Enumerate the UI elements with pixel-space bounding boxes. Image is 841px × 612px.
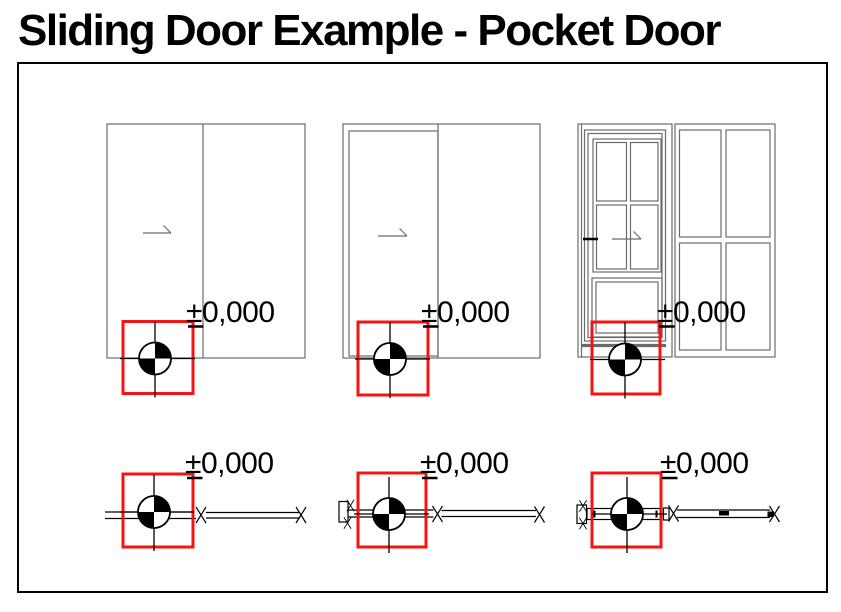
- door-opening-outline: [342, 123, 541, 359]
- glass-pane: [595, 141, 628, 202]
- survey-point-symbols: [118, 320, 668, 554]
- origin-marker-box: [590, 320, 662, 396]
- survey-point-icon: [119, 320, 196, 399]
- opening-direction-arrow-icon: [378, 228, 408, 237]
- panel-field: [678, 129, 722, 238]
- level-label: ±0,000: [657, 296, 746, 329]
- break-x-icon: [431, 505, 444, 523]
- drawing-title: Sliding Door Example - Pocket Door: [18, 6, 722, 55]
- origin-marker-boxes: [121, 320, 663, 549]
- glazing-unit: [592, 138, 662, 273]
- break-x-icon: [195, 506, 207, 524]
- break-x-icon: [578, 499, 588, 513]
- origin-marker-box: [356, 471, 428, 549]
- opening-direction-arrow-icon: [143, 225, 172, 234]
- break-x-icon: [533, 505, 546, 524]
- origin-marker-box: [121, 320, 195, 395]
- opening-direction-arrow-icon: [612, 231, 642, 240]
- panel-field: [725, 129, 771, 238]
- panel-field: [725, 242, 771, 351]
- level-label: ±0,000: [421, 296, 510, 329]
- survey-point-icon: [589, 321, 666, 400]
- level-label: ±0,000: [185, 447, 274, 480]
- leaf-mid-mark: [719, 511, 729, 516]
- level-label: ±0,000: [660, 447, 749, 480]
- level-label: ±0,000: [420, 447, 509, 480]
- glass-pane: [629, 204, 659, 270]
- origin-marker-box: [121, 472, 195, 549]
- level-marker-ticks: [187, 325, 678, 480]
- glass-pane: [595, 204, 628, 270]
- survey-point-icon: [354, 321, 431, 399]
- side-panel-outline: [674, 123, 776, 358]
- break-x-icon: [295, 506, 307, 524]
- survey-point-icon: [353, 476, 430, 554]
- survey-point-icon: [118, 474, 195, 552]
- plan-view-1: [105, 506, 307, 524]
- door-leaf-inner: [587, 132, 663, 339]
- side-panel: [674, 123, 776, 358]
- elevation-view-detailed: [577, 123, 776, 358]
- break-x-icon: [667, 504, 680, 523]
- panel-field: [678, 242, 722, 351]
- drawing-border-frame: [17, 62, 828, 593]
- glass-pane: [629, 141, 659, 202]
- door-opening-outline: [106, 123, 306, 359]
- leaf-end-mark: [767, 511, 774, 517]
- jamb-block: [338, 500, 349, 523]
- bottom-panel-outer: [591, 277, 663, 338]
- bottom-panel-inner: [595, 281, 659, 334]
- level-label: ±0,000: [186, 296, 275, 329]
- plan-view-3: [576, 499, 781, 530]
- elevation-view-closed: [106, 123, 306, 359]
